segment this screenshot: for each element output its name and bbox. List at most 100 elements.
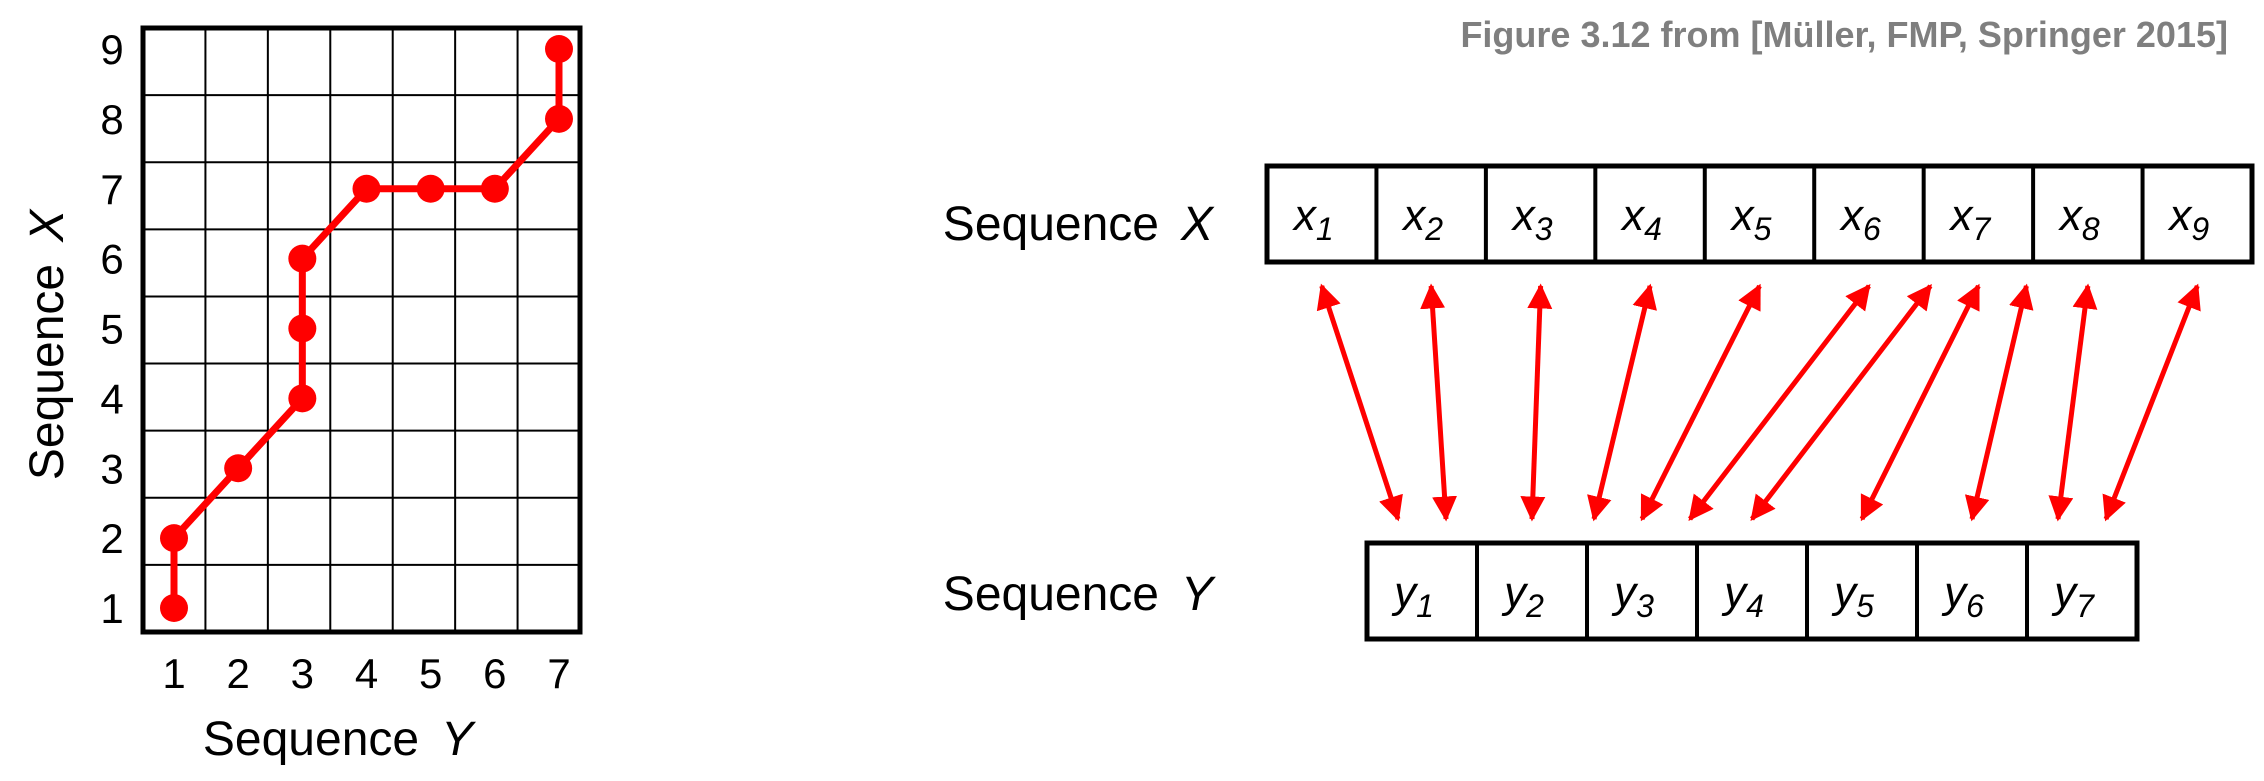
y-tick-label: 5	[100, 306, 123, 353]
warping-path-point	[545, 104, 573, 133]
sequence-y-cell-element: y2	[1501, 568, 1544, 624]
sequence-x-cell-letter: x	[2058, 191, 2084, 240]
sequence-x-cell-index: 7	[1972, 211, 1991, 247]
sequence-x-cell-element: x9	[2167, 191, 2209, 247]
alignment-arrow	[1316, 283, 1403, 522]
alignment-arrow	[1420, 283, 1458, 522]
x-axis-label-var: Y	[441, 713, 476, 766]
warping-path-point	[288, 314, 317, 343]
x-tick-label: 7	[547, 650, 570, 697]
sequence-x-cell-index: 1	[1316, 211, 1334, 247]
alignment-arrow	[1639, 283, 1762, 522]
sequence-x-cell-element: x4	[1620, 191, 1662, 247]
sequence-y-cell-element: y3	[1611, 568, 1654, 624]
sequence-x-cell-index: 2	[1424, 211, 1443, 247]
sequence-y-cell-element: y5	[1831, 568, 1874, 624]
y-tick-label: 2	[100, 515, 123, 562]
sequence-x-cell-element: x5	[1730, 191, 1772, 247]
y-tick-label: 7	[100, 166, 123, 213]
warping-path-line	[170, 49, 563, 608]
sequence-x-cell-element: x7	[1948, 191, 1991, 247]
sequence-y-cell-element: y1	[1391, 568, 1434, 624]
sequence-x-cell-letter: x	[1620, 191, 1646, 240]
sequence-y-cell-index: 1	[1416, 588, 1434, 624]
sequence-y-cell-letter: y	[1501, 568, 1529, 617]
sequence-x-cell-index: 5	[1754, 211, 1772, 247]
figure-caption: Figure 3.12 from [Müller, FMP, Springer …	[1460, 14, 2228, 55]
warping-path-point	[288, 384, 317, 413]
sequence-y-label: Sequence Y	[943, 568, 1216, 621]
x-axis-label-word: Sequence	[203, 713, 419, 766]
x-tick-label: 6	[483, 650, 506, 697]
alignment-arrow	[2048, 283, 2098, 522]
warping-path-point	[288, 244, 317, 273]
sequence-y-cell-index: 3	[1636, 588, 1654, 624]
warping-path-point	[416, 174, 445, 203]
sequence-x-cell-element: x1	[1292, 191, 1334, 247]
sequence-x-cell-index: 6	[1863, 211, 1881, 247]
sequence-x-cell-letter: x	[2167, 191, 2193, 240]
sequence-x-cell-letter: x	[1401, 191, 1427, 240]
y-tick-label: 6	[100, 236, 123, 283]
alignment-arrow	[1520, 283, 1553, 522]
warping-path-point	[160, 594, 188, 622]
y-tick-label: 3	[100, 445, 123, 492]
y-tick-label: 9	[100, 26, 123, 73]
y-tick-label: 1	[100, 585, 123, 632]
sequence-x-cell-index: 9	[2191, 211, 2209, 247]
warping-path-points	[160, 35, 573, 622]
sequence-y-cell-index: 7	[2076, 588, 2095, 624]
sequence-x-cell-letter: x	[1839, 191, 1865, 240]
sequence-y-label-var: Y	[1181, 568, 1216, 621]
x-tick-label: 4	[355, 650, 378, 697]
sequence-y-cell-element: y4	[1721, 568, 1764, 624]
x-axis-label: Sequence Y	[203, 713, 476, 766]
warping-path-point	[545, 35, 573, 63]
sequence-y-cell-element: y6	[1941, 568, 1984, 624]
sequence-x-cell-letter: x	[1730, 191, 1756, 240]
alignment-arrow	[1964, 283, 2034, 522]
sequence-x-label-var: X	[1180, 198, 1215, 251]
sequence-x-cell-letter: x	[1511, 191, 1537, 240]
sequence-y-cell-letter: y	[1391, 568, 1419, 617]
sequence-y-cell-index: 6	[1966, 588, 1984, 624]
sequence-y-cell-letter: y	[2051, 568, 2079, 617]
y-axis-label-word: Sequence	[21, 264, 74, 480]
warping-path-point	[224, 454, 253, 483]
y-tick-label: 8	[100, 96, 123, 143]
sequence-x-cell-element: x6	[1839, 191, 1881, 247]
sequence-x-label-word: Sequence	[943, 198, 1159, 251]
sequence-x-cell-index: 8	[2082, 211, 2100, 247]
sequence-x-label: Sequence X	[943, 198, 1215, 251]
plot-frame	[140, 25, 583, 635]
sequence-x-cell-element: x2	[1401, 191, 1443, 247]
sequence-x-cell-element: x3	[1511, 191, 1553, 247]
sequence-y-cell-index: 4	[1746, 588, 1764, 624]
grid-lines	[143, 28, 580, 632]
warping-path-point	[160, 524, 188, 553]
sequence-x-cell-element: x8	[2058, 191, 2100, 247]
y-tick-labels: 1 2 3 4 5 6 7 8 9	[100, 26, 123, 632]
alignment-arrow	[2102, 283, 2201, 522]
sequence-x-cell-frame	[1264, 163, 2255, 265]
sequence-x-cell-letter: x	[1948, 191, 1974, 240]
sequence-y-cell-element: y7	[2051, 568, 2095, 624]
warping-path-point	[352, 174, 381, 203]
sequence-y-cell-letter: y	[1721, 568, 1749, 617]
sequence-y-cell-index: 2	[1525, 588, 1544, 624]
sequence-y-cell-letter: y	[1611, 568, 1639, 617]
x-tick-label: 5	[419, 650, 442, 697]
x-tick-label: 3	[291, 650, 314, 697]
y-tick-label: 4	[100, 375, 123, 422]
sequence-y-label-word: Sequence	[943, 568, 1159, 621]
sequence-y-cell-letter: y	[1941, 568, 1969, 617]
y-axis-label: SequenceX	[21, 208, 74, 480]
sequence-y-cell-frame	[1364, 540, 2140, 642]
alignment-arrows	[1316, 283, 2201, 522]
